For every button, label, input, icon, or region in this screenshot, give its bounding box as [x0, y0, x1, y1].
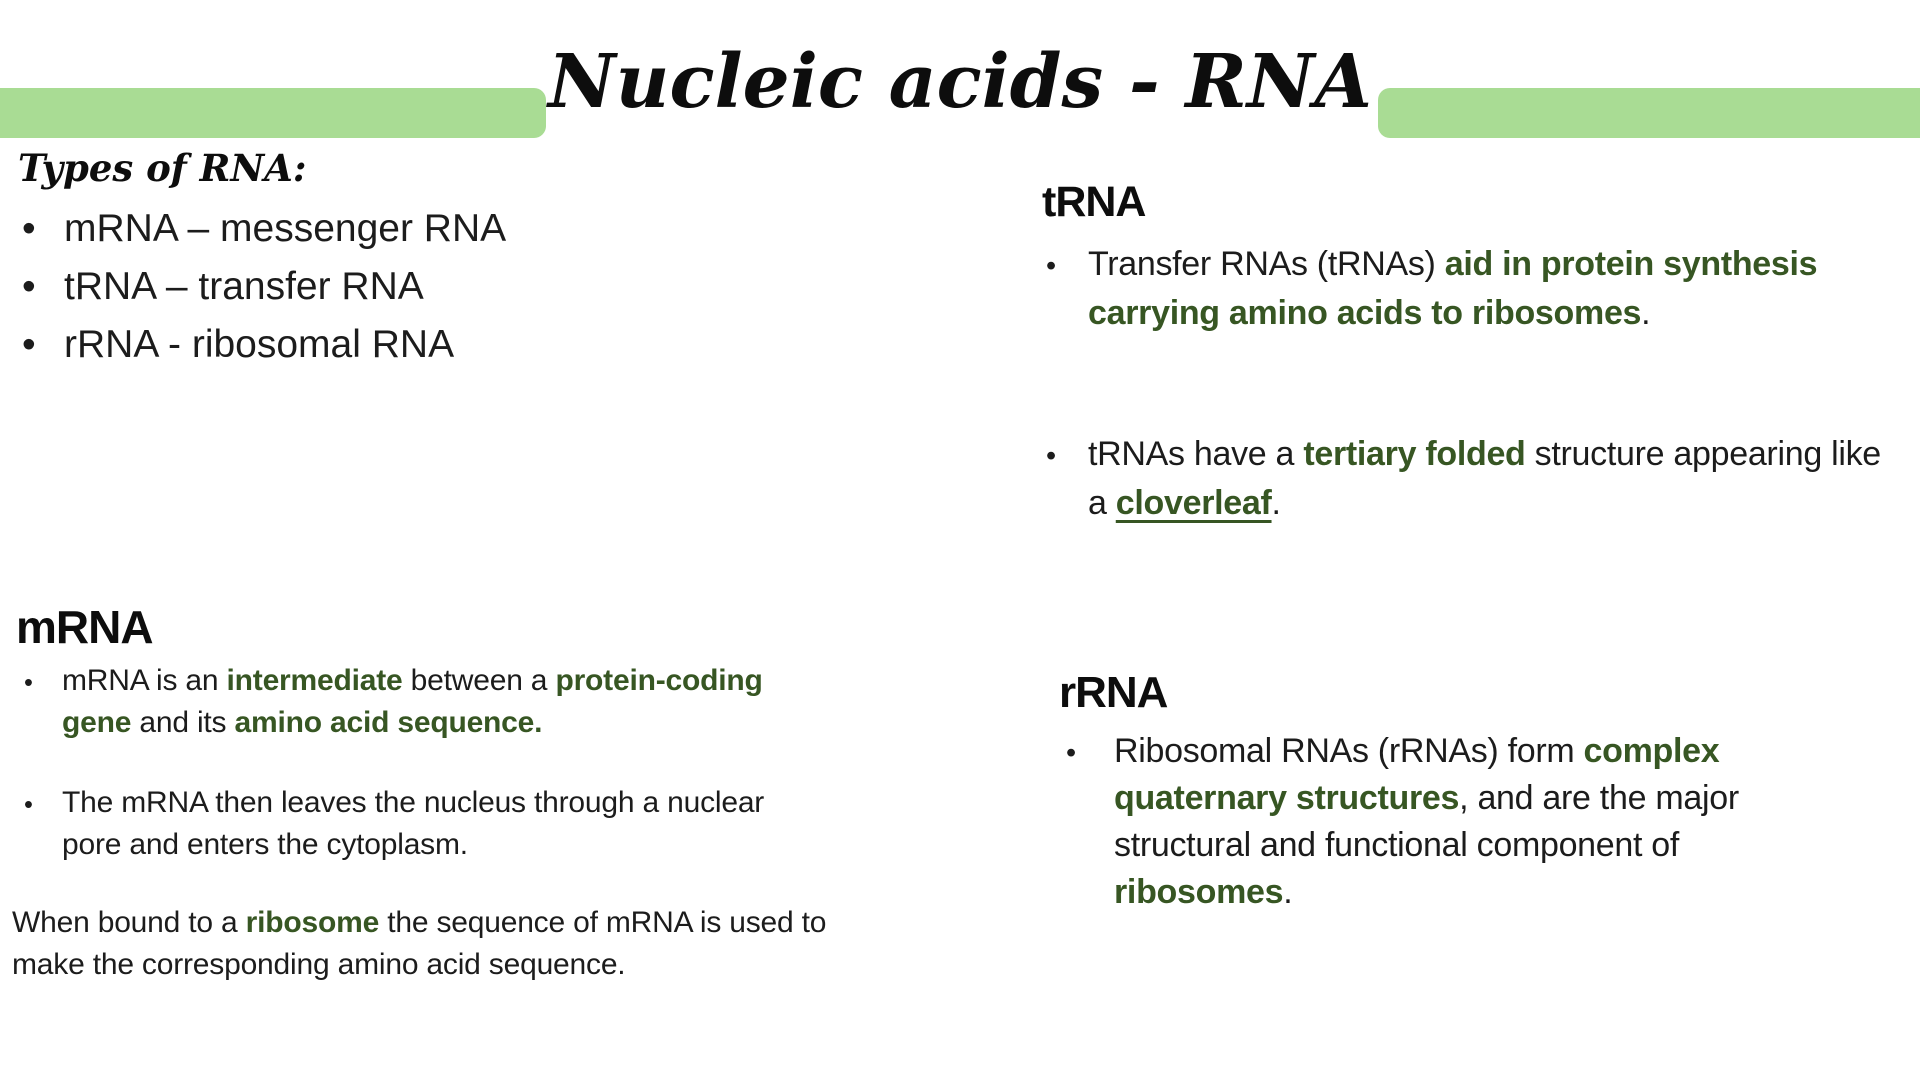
title-accent-bar-left	[0, 88, 546, 138]
rrna-bullet-list: Ribosomal RNAs (rRNAs) form complex quat…	[1062, 728, 1762, 916]
list-item: mRNA – messenger RNA	[20, 200, 506, 258]
trna-bullet-list: Transfer RNAs (tRNAs) aid in protein syn…	[1042, 240, 1882, 528]
list-item: rRNA - ribosomal RNA	[20, 316, 506, 374]
mrna-paragraph: When bound to a ribosome the sequence of…	[12, 906, 827, 981]
list-item: Ribosomal RNAs (rRNAs) form complex quat…	[1062, 728, 1762, 916]
bullet-text: The mRNA then leaves the nucleus through…	[62, 786, 765, 861]
rrna-section-heading: rRNA	[1059, 668, 1168, 717]
bullet-text: Ribosomal RNAs (rRNAs) form complex quat…	[1114, 732, 1739, 911]
list-item: Transfer RNAs (tRNAs) aid in protein syn…	[1042, 240, 1882, 338]
mrna-bullet-list: mRNA is an intermediate between a protei…	[20, 660, 810, 866]
trna-section-heading: tRNA	[1042, 178, 1146, 226]
list-item: mRNA is an intermediate between a protei…	[20, 660, 810, 744]
slide-title: Nucleic acids - RNA	[548, 39, 1372, 125]
bullet-text: Transfer RNAs (tRNAs) aid in protein syn…	[1088, 245, 1818, 332]
types-of-rna-list: mRNA – messenger RNA tRNA – transfer RNA…	[20, 200, 506, 374]
list-item: tRNA – transfer RNA	[20, 258, 506, 316]
types-of-rna-heading: Types of RNA:	[18, 146, 307, 190]
bullet-text: tRNAs have a tertiary folded structure a…	[1088, 435, 1881, 522]
mrna-section-heading: mRNA	[16, 601, 154, 653]
bullet-text: mRNA is an intermediate between a protei…	[62, 664, 763, 739]
title-accent-bar-right	[1378, 88, 1920, 138]
list-item: The mRNA then leaves the nucleus through…	[20, 782, 810, 866]
list-item: tRNAs have a tertiary folded structure a…	[1042, 430, 1882, 528]
